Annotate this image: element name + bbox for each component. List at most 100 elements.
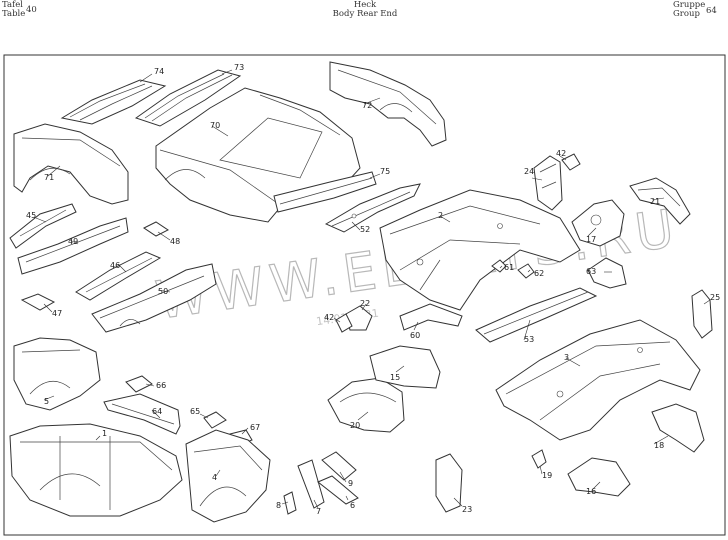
part-8-clip[interactable] [283,491,297,515]
label-60[interactable]: 60 [410,331,420,340]
label-46[interactable]: 46 [110,261,120,270]
part-73-roof-strip[interactable] [134,69,242,127]
part-48-plate[interactable] [143,221,169,237]
part-64-cross-member[interactable] [103,393,181,435]
leader-lines [35,69,711,509]
label-65[interactable]: 65 [190,407,200,416]
label-5[interactable]: 5 [44,397,49,406]
header-label-group: Group [673,9,700,19]
part-7-strut[interactable] [297,459,325,509]
part-21-wheel-housing[interactable] [629,177,691,225]
part-62-clip[interactable] [517,263,535,279]
label-62[interactable]: 62 [534,269,544,278]
header-title: Heck Body Rear End [330,1,400,19]
part-45-member[interactable] [9,203,77,249]
label-24[interactable]: 24 [524,167,534,176]
label-7[interactable]: 7 [316,507,321,516]
part-3-rear-frame[interactable] [495,319,701,441]
part-53-cross-member[interactable] [475,287,598,343]
label-15[interactable]: 15 [390,373,400,382]
label-61[interactable]: 61 [504,263,514,272]
part-number-labels: 74 73 70 71 72 75 52 2 24 42 21 17 63 61… [26,63,720,516]
part-9-strut[interactable] [321,451,357,481]
label-6[interactable]: 6 [350,501,355,510]
part-24-bracket[interactable] [533,155,563,211]
label-52[interactable]: 52 [360,225,370,234]
label-3[interactable]: 3 [564,353,569,362]
label-67[interactable]: 67 [250,423,260,432]
header-label-tafel: Tafel [2,0,23,10]
part-46-member[interactable] [75,251,162,301]
part-42-small-bracket[interactable] [561,153,581,171]
label-23[interactable]: 23 [462,505,472,514]
part-6-strut[interactable] [317,475,359,505]
part-72-right-fender[interactable] [329,61,447,147]
part-66-bracket[interactable] [125,375,153,393]
label-42-top[interactable]: 42 [556,149,566,158]
label-22[interactable]: 22 [360,299,370,308]
header-label-table: Table [2,9,26,19]
label-71[interactable]: 71 [44,173,54,182]
label-17[interactable]: 17 [586,235,596,244]
header-title-de: Heck [353,0,377,10]
group-number: 64 [706,6,717,16]
label-21[interactable]: 21 [650,197,660,206]
label-63[interactable]: 63 [586,267,596,276]
label-50[interactable]: 50 [158,287,168,296]
part-18-wheel-housing[interactable] [651,403,705,453]
label-16[interactable]: 16 [586,487,596,496]
label-72[interactable]: 72 [362,101,372,110]
part-49-member[interactable] [17,217,129,275]
part-15-panel[interactable] [369,345,441,389]
part-71-left-fender[interactable] [13,123,129,205]
part-50-panel[interactable] [91,263,217,333]
part-60-strip[interactable] [399,303,463,331]
label-25[interactable]: 25 [710,293,720,302]
part-74-roof-strip[interactable] [60,79,167,125]
label-75[interactable]: 75 [380,167,390,176]
label-66[interactable]: 66 [156,381,166,390]
part-75-rear-panel[interactable] [273,171,377,213]
label-49[interactable]: 49 [68,237,78,246]
part-63-bracket[interactable] [587,257,627,289]
part-16-panel[interactable] [567,457,631,497]
part-23-bracket[interactable] [435,453,463,513]
label-1[interactable]: 1 [102,429,107,438]
label-47[interactable]: 47 [52,309,62,318]
label-53[interactable]: 53 [524,335,534,344]
label-48[interactable]: 48 [170,237,180,246]
part-17-panel[interactable] [571,199,625,247]
label-73[interactable]: 73 [234,63,244,72]
part-47-plate[interactable] [20,293,56,311]
part-5-side-panel[interactable] [13,337,101,411]
tafel-number: 40 [26,5,37,15]
diagram-frame [3,54,726,536]
label-64[interactable]: 64 [152,407,162,416]
header-right: Gruppe Group [673,1,705,19]
label-9[interactable]: 9 [348,479,353,488]
part-19-clip[interactable] [531,449,547,469]
part-42-upper-bracket[interactable] [335,313,353,333]
label-42-lower[interactable]: 42 [324,313,334,322]
part-65-plate[interactable] [203,411,227,429]
label-4[interactable]: 4 [212,473,217,482]
label-18[interactable]: 18 [654,441,664,450]
part-20-wheel-housing[interactable] [327,377,405,433]
label-2[interactable]: 2 [438,211,443,220]
header-title-en: Body Rear End [332,9,398,19]
part-61-clip[interactable] [491,259,507,273]
label-70[interactable]: 70 [210,121,220,130]
label-74[interactable]: 74 [154,67,164,76]
part-1-rear-floor[interactable] [9,423,183,517]
header-left: Tafel Table [2,1,25,19]
header-label-gruppe: Gruppe [673,0,706,10]
part-52-cross-member[interactable] [324,183,421,233]
part-25-bracket[interactable] [691,289,713,339]
part-4-side-member[interactable] [185,429,271,523]
label-20[interactable]: 20 [350,421,360,430]
label-8[interactable]: 8 [276,501,281,510]
part-2-rear-floor-frame[interactable] [379,189,581,311]
label-45[interactable]: 45 [26,211,36,220]
label-19[interactable]: 19 [542,471,552,480]
